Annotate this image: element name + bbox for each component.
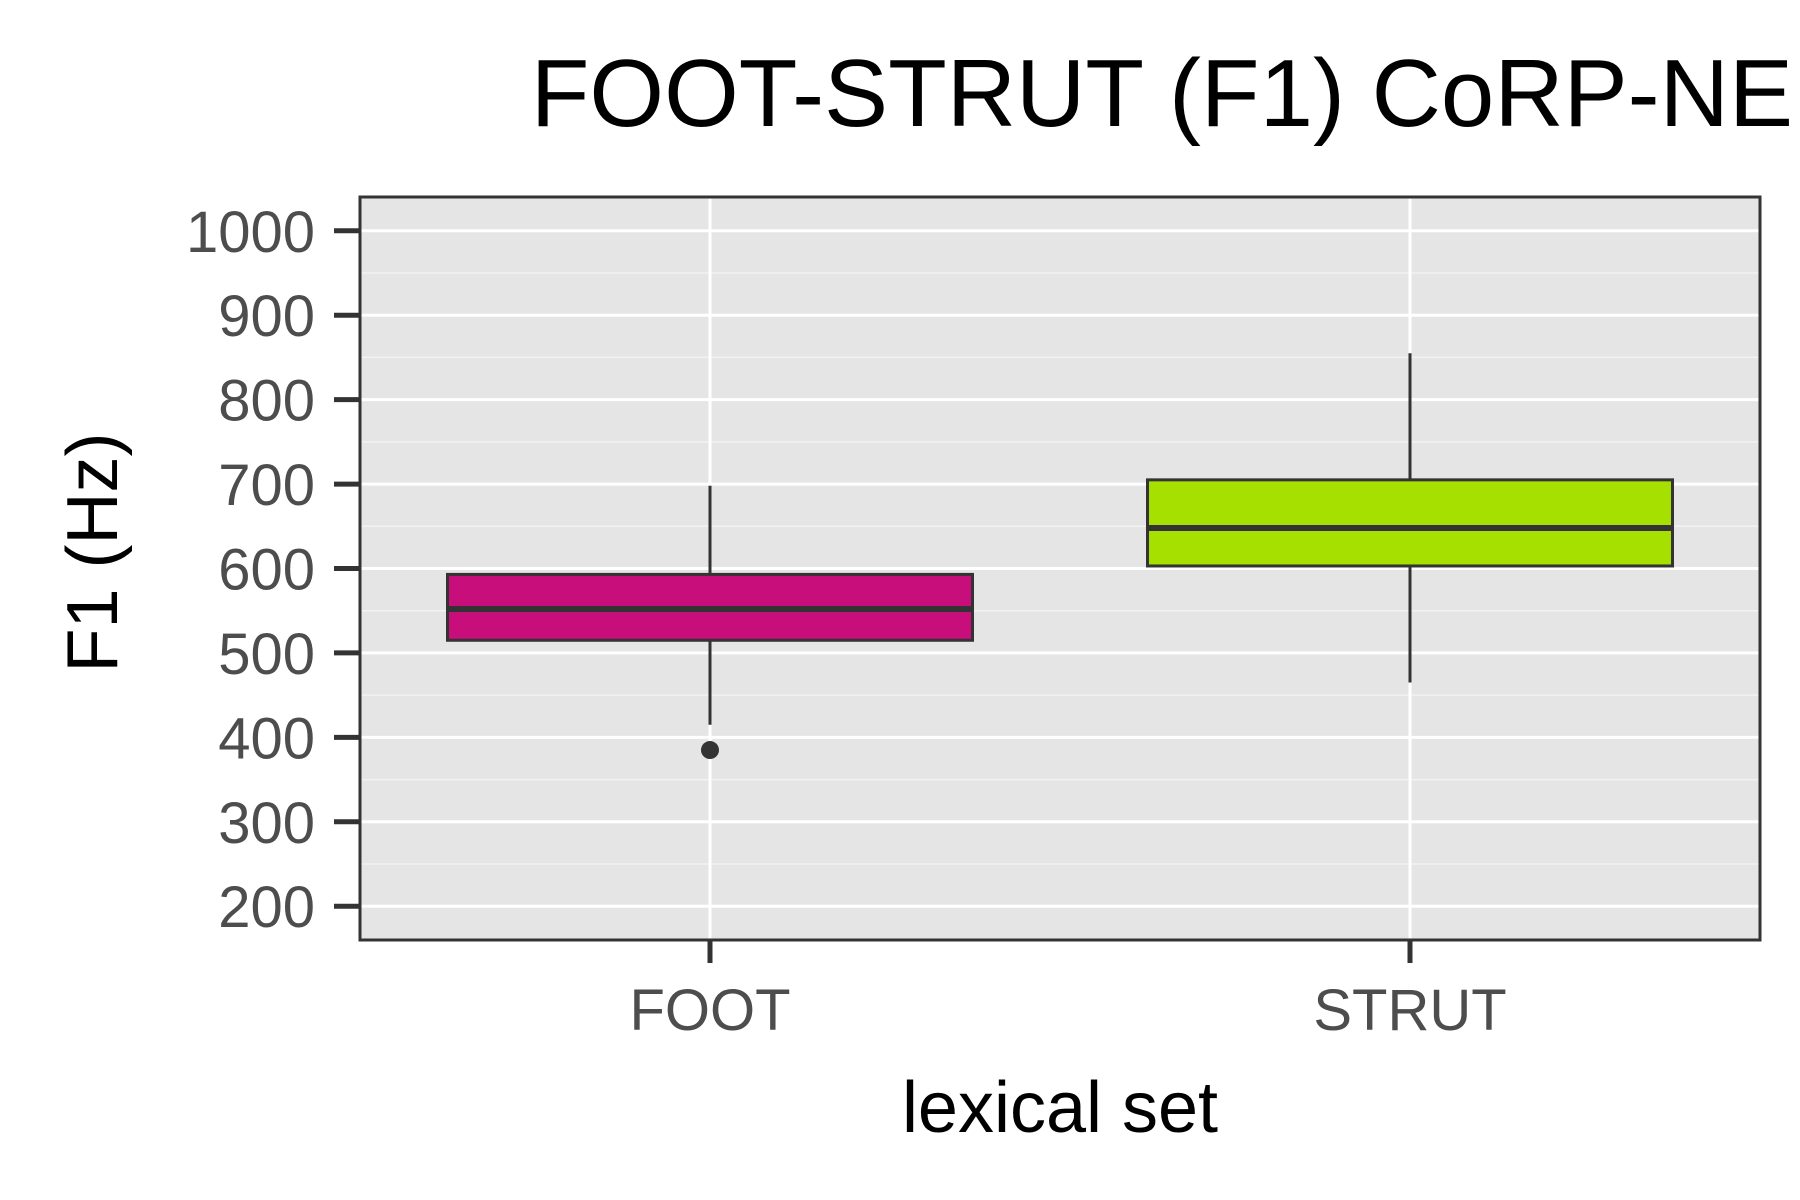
grid-major xyxy=(360,197,1760,940)
y-tick-label: 600 xyxy=(218,538,315,603)
x-tick-label: FOOT xyxy=(629,978,790,1043)
box-strut xyxy=(1146,353,1674,683)
y-tick-label: 800 xyxy=(218,369,315,434)
chart-title: FOOT-STRUT (F1) CoRP-NE xyxy=(531,40,1793,147)
box-foot xyxy=(446,485,974,760)
y-tick-label: 200 xyxy=(218,875,315,940)
x-axis-title: lexical set xyxy=(902,1068,1218,1148)
y-tick-label: 500 xyxy=(218,622,315,687)
y-tick-label: 700 xyxy=(218,453,315,518)
boxes xyxy=(446,353,1674,760)
y-tick-label: 1000 xyxy=(186,200,315,265)
x-axis: FOOT STRUT xyxy=(629,940,1507,1043)
x-tick-label: STRUT xyxy=(1313,978,1506,1043)
y-tick-label: 300 xyxy=(218,791,315,856)
y-axis: 200 300 400 500 600 700 800 900 1000 xyxy=(186,200,360,940)
y-tick-label: 900 xyxy=(218,284,315,349)
box-body xyxy=(1146,478,1674,568)
y-axis-title: F1 (Hz) xyxy=(53,433,133,673)
y-tick-label: 400 xyxy=(218,706,315,771)
outlier-point xyxy=(701,741,719,760)
